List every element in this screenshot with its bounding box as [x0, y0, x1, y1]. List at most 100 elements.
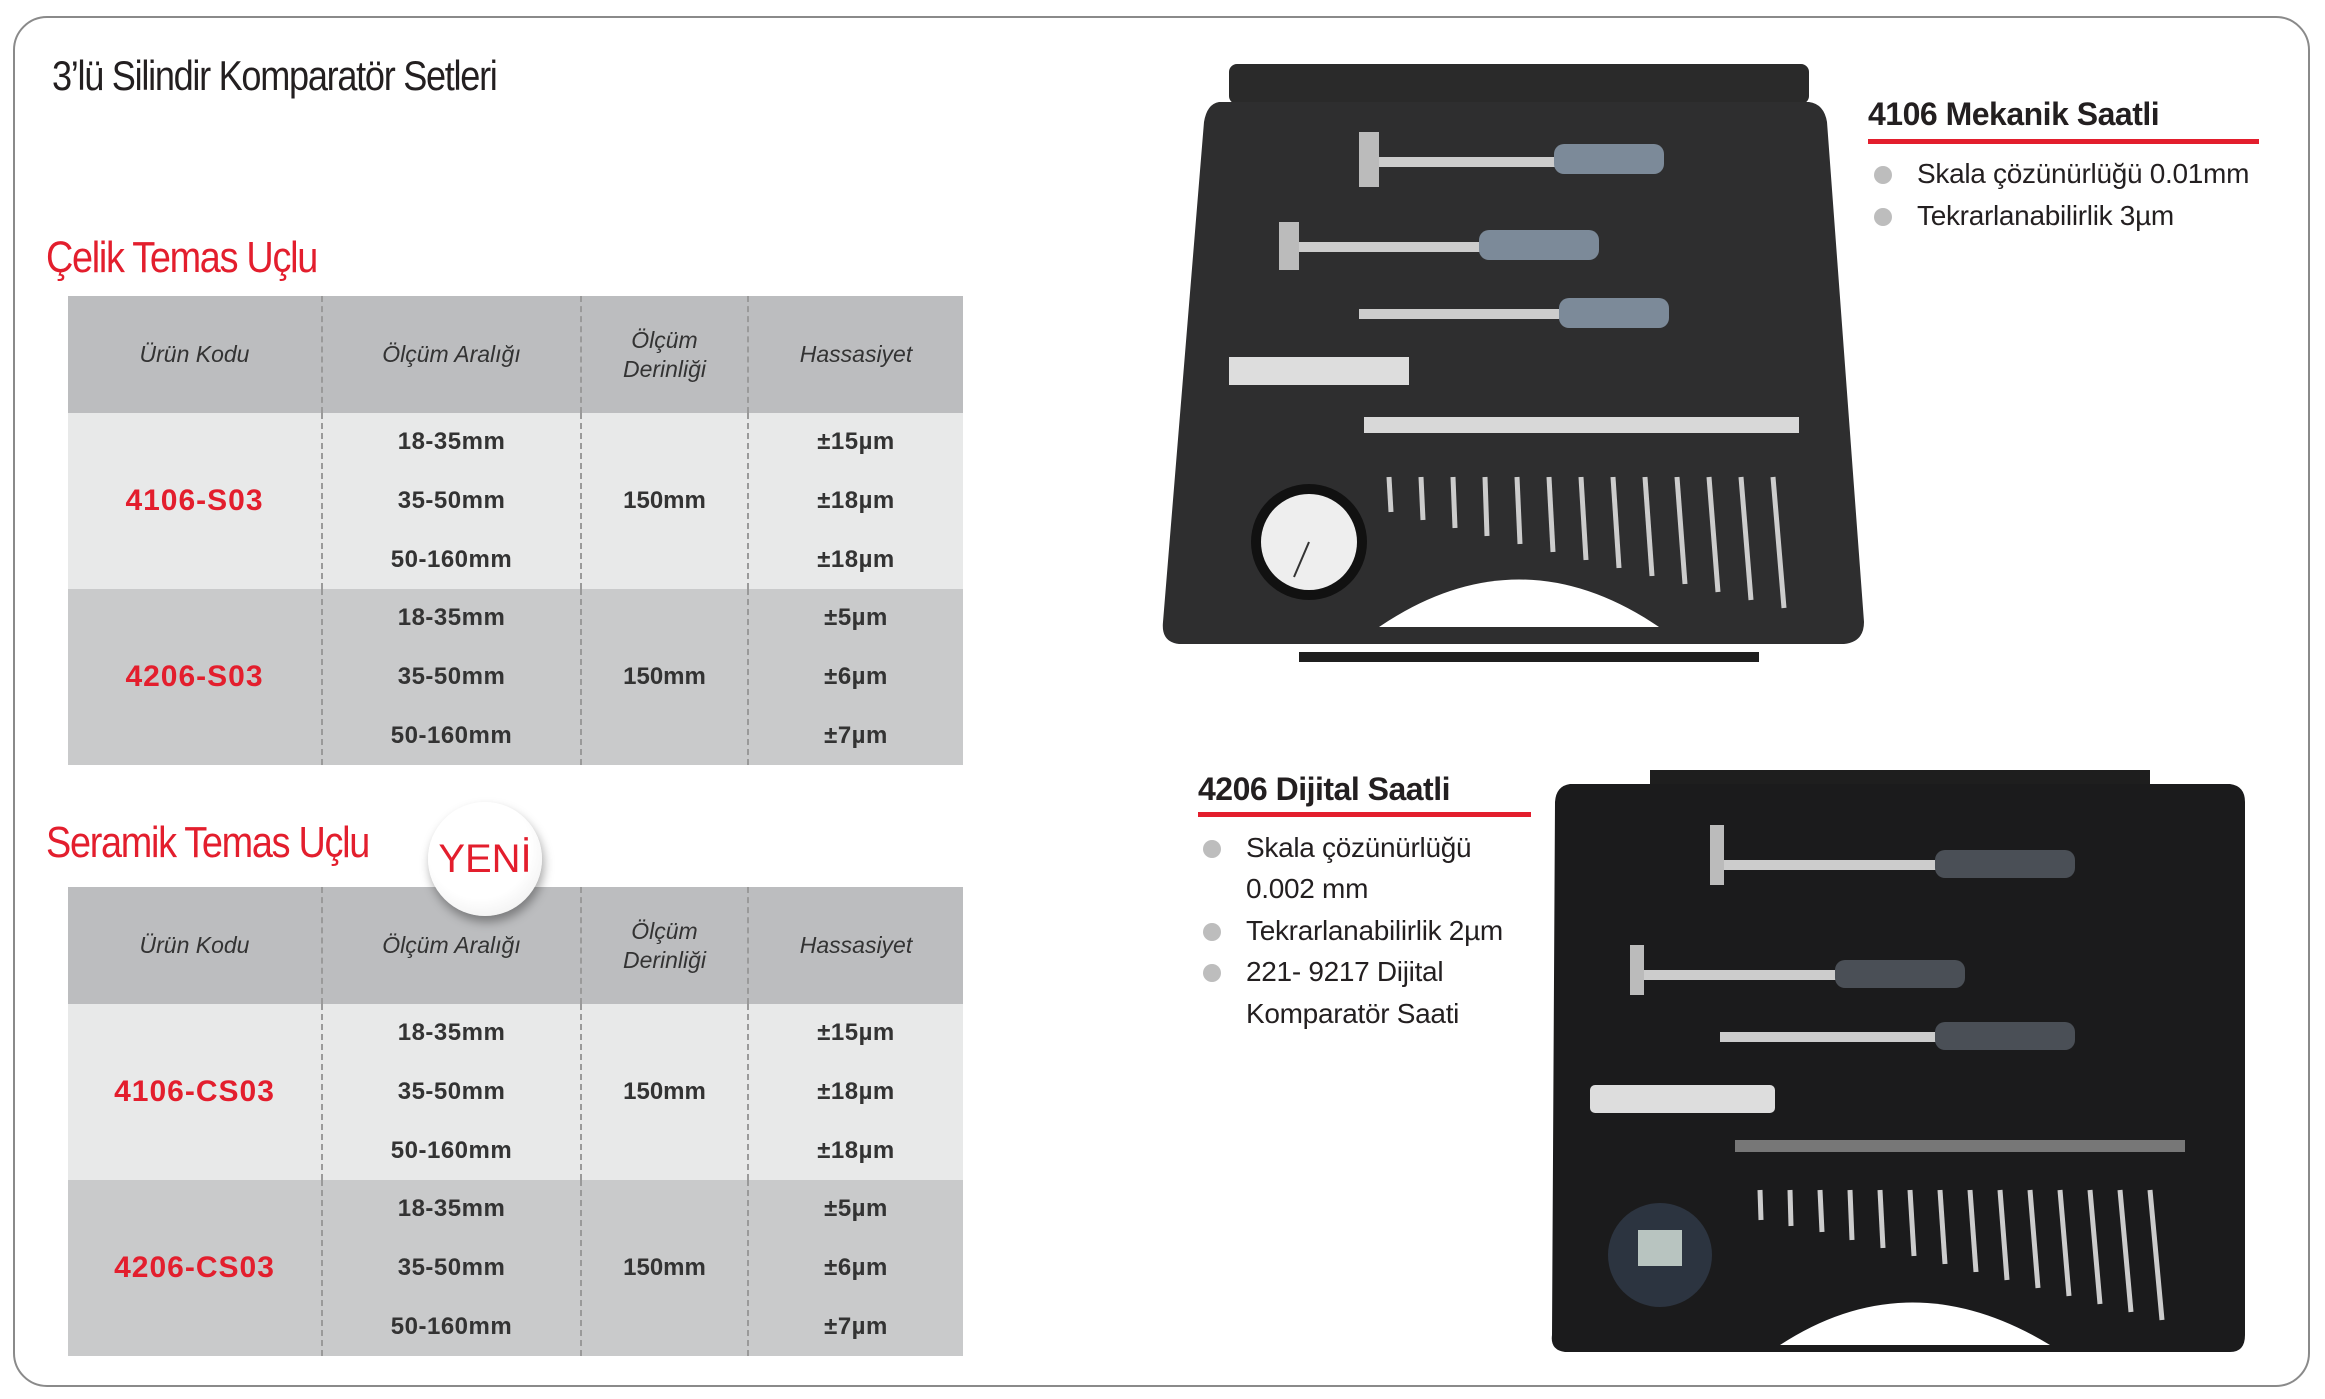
bore-gauge-3: [1359, 298, 1669, 328]
mechanical-set-case-image: [1162, 64, 1864, 662]
accuracy-value: ±7µm: [824, 1312, 888, 1340]
case-handle-cutout: [1379, 579, 1659, 627]
product-code-cell: 4106-S03: [68, 413, 321, 589]
measuring-depth: 150mm: [623, 487, 706, 514]
accuracy-value: ±7µm: [824, 721, 888, 749]
digital-set-case-image: [1551, 770, 2245, 1352]
measuring-depth: 150mm: [623, 1254, 706, 1281]
bullet-icon: [1203, 964, 1221, 982]
accuracy-value: ±18µm: [817, 487, 895, 514]
bullet-icon: [1203, 923, 1221, 941]
feature-item: Tekrarlanabilirlik 3µm: [1917, 200, 2174, 231]
product-code: 4206-CS03: [114, 1251, 275, 1284]
product-code-cell: 4106-CS03: [68, 1004, 321, 1180]
page-frame: [13, 16, 2310, 1387]
range-cell: 18-35mm 35-50mm 50-160mm: [321, 1180, 580, 1356]
title-underline: [1868, 139, 2259, 144]
ruler: [1735, 1140, 2185, 1152]
accuracy-value: ±18µm: [817, 1078, 895, 1105]
table-row-group: 4106-CS03 18-35mm 35-50mm 50-160mm 150mm ±15µ…: [68, 1004, 963, 1180]
section-title-steel: Çelik Temas Uçlu: [46, 233, 318, 282]
measuring-range: 18-35mm: [397, 1195, 506, 1223]
measuring-range: 50-160mm: [390, 1136, 513, 1164]
title-underline: [1198, 812, 1531, 817]
accuracy-value: ±15µm: [817, 1019, 895, 1047]
accuracy-value: ±5µm: [824, 604, 888, 632]
measuring-range: 35-50mm: [397, 487, 506, 514]
measuring-range: 18-35mm: [397, 604, 506, 632]
washer-strip: [1229, 357, 1409, 385]
accuracy-value: ±18µm: [817, 545, 895, 573]
accuracy-value: ±18µm: [817, 1136, 895, 1164]
anvil-rods: [1386, 476, 1787, 609]
case-lid: [1229, 64, 1809, 104]
bore-gauge-1: [1359, 132, 1664, 187]
case-handle-cutout: [1780, 1302, 2050, 1345]
anvil-rods: [1757, 1189, 2165, 1321]
feature-item-cont: Komparatör Saati: [1246, 998, 1460, 1029]
product-code-cell: 4206-S03: [68, 589, 321, 765]
new-badge: YENİ: [428, 802, 542, 916]
accuracy-value: ±6µm: [824, 663, 888, 690]
case-handle: [1299, 652, 1759, 662]
product-code: 4206-S03: [125, 660, 264, 693]
depth-cell: 150mm: [580, 589, 747, 765]
column-header: Hassasiyet: [747, 887, 963, 1004]
measuring-range: 35-50mm: [397, 1078, 506, 1105]
bore-gauge-2: [1279, 222, 1599, 270]
depth-cell: 150mm: [580, 413, 747, 589]
column-header: Ölçüm Derinliği: [580, 887, 747, 1004]
accuracy-value: ±6µm: [824, 1254, 888, 1281]
bore-gauge-2: [1630, 945, 1965, 995]
range-cell: 18-35mm 35-50mm 50-160mm: [321, 413, 580, 589]
column-header: Hassasiyet: [747, 296, 963, 413]
feature-item: Skala çözünürlüğü 0.01mm: [1917, 158, 2250, 189]
depth-cell: 150mm: [580, 1004, 747, 1180]
bore-gauge-3: [1720, 1022, 2075, 1050]
table-row-group: 4106-S03 18-35mm 35-50mm 50-160mm 150mm ±15µm…: [68, 413, 963, 589]
range-cell: 18-35mm 35-50mm 50-160mm: [321, 589, 580, 765]
column-header: Ürün Kodu: [139, 341, 250, 367]
washer-strip: [1590, 1085, 1775, 1113]
measuring-range: 35-50mm: [397, 663, 506, 690]
measuring-range: 35-50mm: [397, 1254, 506, 1281]
accuracy-cell: ±5µm ±6µm ±7µm: [747, 589, 963, 765]
product-code: 4106-CS03: [114, 1075, 275, 1108]
measuring-range: 18-35mm: [397, 1019, 506, 1047]
bullet-icon: [1874, 166, 1892, 184]
product-code: 4106-S03: [125, 484, 264, 517]
feature-item-cont: 0.002 mm: [1246, 873, 1369, 904]
feature-item: Skala çözünürlüğü: [1246, 832, 1472, 863]
page-title: 3’lü Silindir Komparatör Setleri: [52, 52, 498, 99]
table-row-group: 4206-CS03 18-35mm 35-50mm 50-160mm 150mm ±5µm…: [68, 1180, 963, 1356]
bore-gauge-1: [1710, 825, 2075, 885]
product-code-cell: 4206-CS03: [68, 1180, 321, 1356]
measuring-range: 50-160mm: [390, 721, 513, 749]
product-title-4206: 4206 Dijital Saatli: [1198, 771, 1450, 807]
case-body: [1551, 784, 2245, 1352]
bullet-icon: [1874, 208, 1892, 226]
measuring-range: 50-160mm: [390, 545, 513, 573]
column-header: Ölçüm Derinliği: [580, 296, 747, 413]
product-title-4106: 4106 Mekanik Saatli: [1868, 96, 2160, 132]
column-header: Ürün Kodu: [139, 932, 250, 958]
ruler: [1364, 417, 1799, 433]
depth-cell: 150mm: [580, 1180, 747, 1356]
section-title-ceramic: Seramik Temas Uçlu: [46, 818, 370, 867]
range-cell: 18-35mm 35-50mm 50-160mm: [321, 1004, 580, 1180]
accuracy-value: ±5µm: [824, 1195, 888, 1223]
measuring-depth: 150mm: [623, 1078, 706, 1105]
measuring-range: 18-35mm: [397, 428, 506, 456]
accuracy-value: ±15µm: [817, 428, 895, 456]
measuring-depth: 150mm: [623, 663, 706, 690]
accuracy-cell: ±15µm ±18µm ±18µm: [747, 1004, 963, 1180]
column-header: Ölçüm Aralığı: [321, 887, 580, 1004]
bullet-icon: [1203, 840, 1221, 858]
accuracy-cell: ±15µm ±18µm ±18µm: [747, 413, 963, 589]
feature-item: 221- 9217 Dijital: [1246, 956, 1444, 987]
feature-item: Tekrarlanabilirlik 2µm: [1246, 915, 1503, 946]
measuring-range: 50-160mm: [390, 1312, 513, 1340]
